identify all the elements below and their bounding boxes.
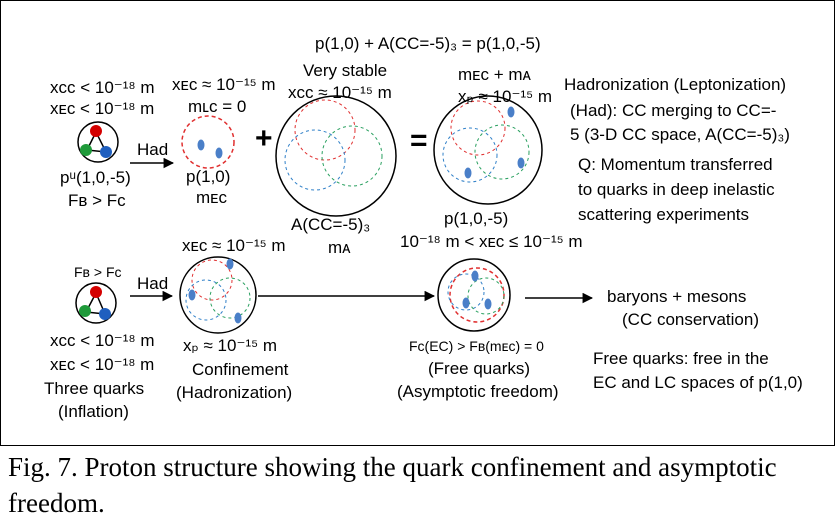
three-quark-circle-row1 [77, 121, 119, 163]
hadronization-title: Hadronization (Leptonization) [564, 75, 787, 94]
row1-pu-label: pᵘ(1,0,-5) [60, 168, 131, 187]
row2-xec-approx-label: xᴇᴄ ≈ 10⁻¹⁵ m [182, 236, 286, 255]
three-quarks-label: Three quarks [44, 379, 145, 398]
free-quarks-desc-line2: EC and LC spaces of p(1,0) [593, 373, 803, 392]
row2-xcc-label: xᴄᴄ < 10⁻¹⁸ m [50, 331, 155, 350]
row1-xcc-approx-label: xᴄᴄ ≈ 10⁻¹⁵ m [288, 83, 392, 102]
row1-mec-label: mᴇᴄ [196, 188, 227, 207]
hadronization-paren-label: (Hadronization) [176, 383, 293, 402]
a-cc-label: A(CC=-5)₃ [291, 215, 371, 234]
free-quarks-label: (Free quarks) [428, 359, 531, 378]
row2-xp-label: xₚ ≈ 10⁻¹⁵ m [183, 336, 278, 355]
confinement-circle [179, 256, 257, 334]
free-quarks-circle [437, 258, 511, 332]
row2-had-label: Had [137, 274, 169, 293]
confinement-label: Confinement [192, 360, 289, 379]
mec-ma-label: mᴇᴄ + mᴀ [458, 65, 531, 84]
p105-label: p(1,0,-5) [444, 209, 509, 228]
a-cc-circle [275, 95, 397, 217]
equals-sign: = [410, 124, 428, 157]
hadronization-line1: (Had): CC merging to CC=- [570, 101, 777, 120]
hadronization-line2: 5 (3-D CC space, A(CC=-5)₃) [570, 125, 790, 144]
row1-xec-approx-label: xᴇᴄ ≈ 10⁻¹⁵ m [172, 75, 276, 94]
question-line2: to quarks in deep inelastic [578, 180, 775, 199]
row2-fb-fc-label: Fʙ > Fᴄ [74, 264, 122, 280]
p10-dashed-circle [181, 115, 235, 169]
row2-xec-label: xᴇᴄ < 10⁻¹⁸ m [50, 355, 155, 374]
ma-label: mᴀ [328, 238, 351, 257]
baryons-mesons-label: baryons + mesons [607, 287, 747, 306]
row1-p10-label: p(1,0) [186, 167, 231, 186]
figure-caption: Fig. 7. Proton structure showing the qua… [8, 452, 777, 518]
question-line1: Q: Momentum transferred [578, 155, 773, 174]
plus-sign: + [255, 122, 273, 155]
ec-range-label: 10⁻¹⁸ m < xᴇᴄ ≤ 10⁻¹⁵ m [400, 232, 583, 251]
top-equation-label: p(1,0) + A(CC=-5)₃ = p(1,0,-5) [315, 34, 541, 53]
figure-frame [0, 0, 835, 446]
row1-xcc-label: xᴄᴄ < 10⁻¹⁸ m [50, 78, 155, 97]
three-quark-circle-row2 [75, 282, 117, 324]
very-stable-label: Very stable [303, 61, 388, 80]
row1-had-label: Had [137, 140, 169, 159]
row1-xp-label: xₚ ≈ 10⁻¹⁵ m [458, 87, 553, 106]
row1-fb-fc-label: Fʙ > Fᴄ [68, 191, 126, 210]
row1-mlc-label: mʟᴄ = 0 [188, 97, 247, 116]
diagram-graphics [75, 95, 594, 334]
p105-circle [433, 95, 543, 205]
asymptotic-freedom-label: (Asymptotic freedom) [397, 382, 559, 401]
row1-xec-label: xᴇᴄ < 10⁻¹⁸ m [50, 99, 155, 118]
fc-fb-label: Fᴄ(EC) > Fʙ(mᴇᴄ) = 0 [409, 338, 544, 354]
inflation-label: (Inflation) [58, 402, 129, 421]
free-quarks-desc-line1: Free quarks: free in the [593, 349, 769, 368]
question-line3: scattering experiments [578, 205, 750, 224]
cc-conservation-label: (CC conservation) [622, 310, 759, 329]
